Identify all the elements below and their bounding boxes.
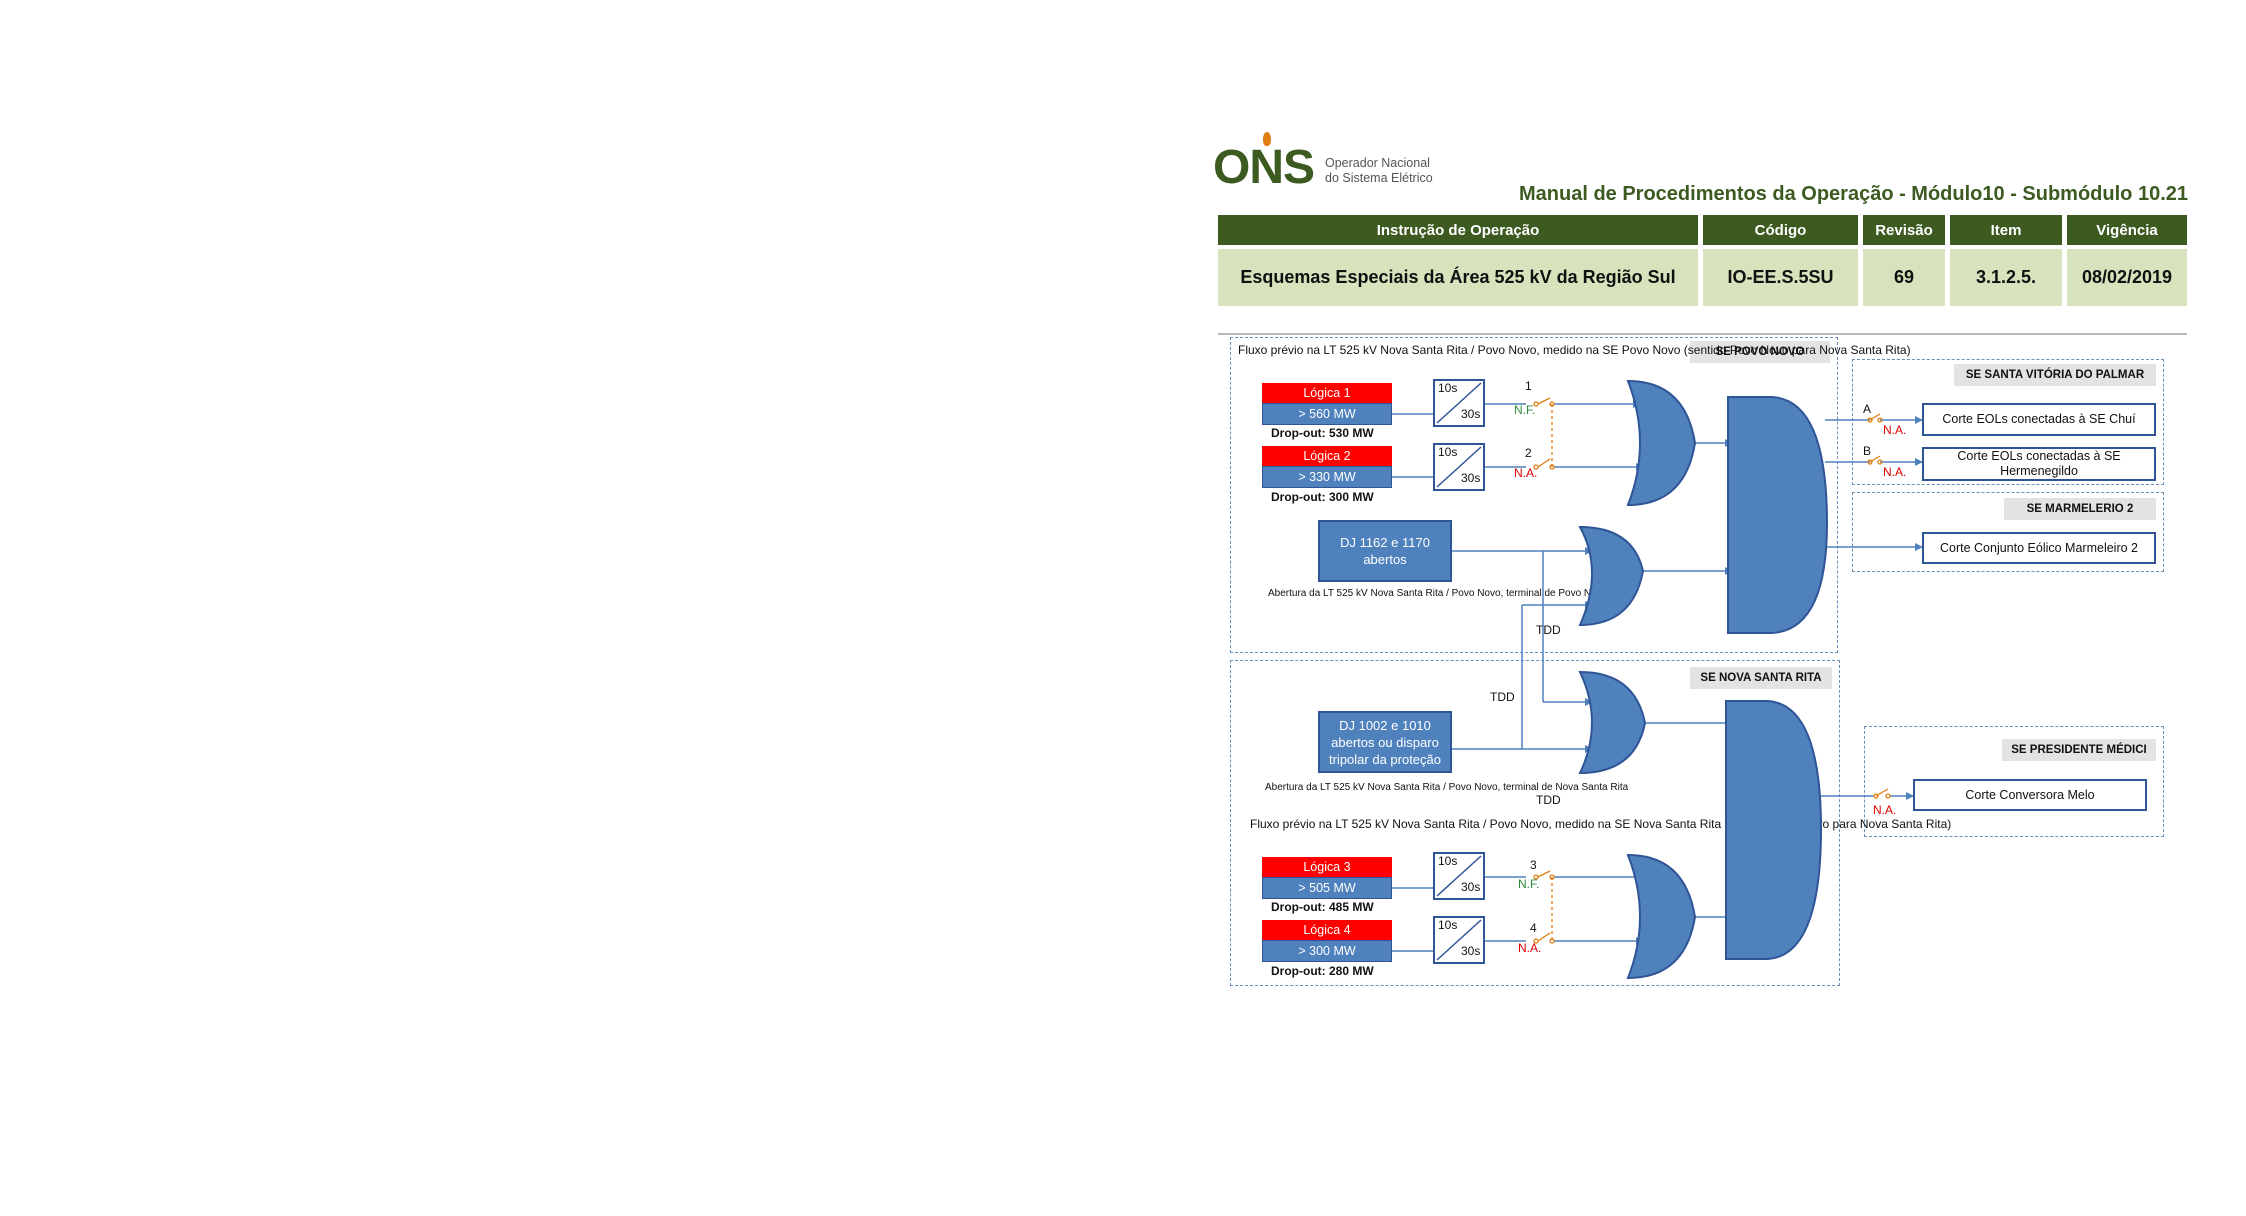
or-gate-4 <box>1626 853 1697 980</box>
timer-2: 10s 30s <box>1433 443 1485 491</box>
header-item: Item <box>1950 215 2062 245</box>
logo-wordmark: ONS <box>1213 141 1315 194</box>
and-gate-1 <box>1727 396 1829 634</box>
dj-1002-1010-text: DJ 1002 e 1010 abertos ou disparo tripol… <box>1328 717 1441 767</box>
flow-note-povo-novo: Fluxo prévio na LT 525 kV Nova Santa Rit… <box>1238 343 1911 357</box>
value-item: 3.1.2.5. <box>1950 249 2062 306</box>
switch2-state: N.A. <box>1514 466 1538 480</box>
and-gate-2 <box>1725 700 1823 960</box>
logic1-threshold: > 560 MW <box>1262 403 1392 425</box>
output-corte-eols-chui: Corte EOLs conectadas à SE Chuí <box>1922 403 2156 436</box>
tag-se-presidente-medici: SE PRESIDENTE MÉDICI <box>2002 739 2156 761</box>
tag-se-nova-santa-rita: SE NOVA SANTA RITA <box>1690 667 1832 689</box>
switchB-label: B <box>1863 444 1872 458</box>
value-instrucao: Esquemas Especiais da Área 525 kV da Reg… <box>1218 249 1698 306</box>
header-revisao: Revisão <box>1863 215 1945 245</box>
tag-se-marmeleiro: SE MARMELERIO 2 <box>2004 498 2156 520</box>
dj-povo-novo-note: Abertura da LT 525 kV Nova Santa Rita / … <box>1268 588 1608 599</box>
area-presidente-medici <box>1864 726 2164 837</box>
switchA-state: N.A. <box>1883 423 1907 437</box>
switchA-label: A <box>1863 402 1872 416</box>
timer-1: 10s 30s <box>1433 379 1485 427</box>
logic4-dropout: Drop-out: 280 MW <box>1271 964 1374 978</box>
output-corte-conversora-melo: Corte Conversora Melo <box>1913 779 2147 811</box>
logic1-dropout: Drop-out: 530 MW <box>1271 426 1374 440</box>
switchB-state: N.A. <box>1883 465 1907 479</box>
or-gate-3 <box>1578 670 1647 775</box>
logic3-label: Lógica 3 <box>1262 857 1392 877</box>
ons-logo: ONS Operador Nacional do Sistema Elétric… <box>1213 132 1443 198</box>
output-corte-marmeleiro: Corte Conjunto Eólico Marmeleiro 2 <box>1922 532 2156 564</box>
switch4-number: 4 <box>1530 921 1537 935</box>
switch1-number: 1 <box>1525 379 1532 393</box>
header-instrucao: Instrução de Operação <box>1218 215 1698 245</box>
value-codigo: IO-EE.S.5SU <box>1703 249 1858 306</box>
header-codigo: Código <box>1703 215 1858 245</box>
output-corte-eols-hermenegildo: Corte EOLs conectadas à SE Hermenegildo <box>1922 447 2156 481</box>
logic1-label: Lógica 1 <box>1262 383 1392 403</box>
tdd-label-3: TDD <box>1536 793 1561 807</box>
logic4-threshold: > 300 MW <box>1262 940 1392 962</box>
tag-se-santa-vitoria: SE SANTA VITÓRIA DO PALMAR <box>1954 364 2156 386</box>
dj-1162-1170-block: DJ 1162 e 1170 abertos <box>1318 520 1452 582</box>
dj-nova-santa-rita-note: Abertura da LT 525 kV Nova Santa Rita / … <box>1265 782 1629 793</box>
area-nova-santa-rita <box>1230 660 1840 986</box>
value-vigencia: 08/02/2019 <box>2067 249 2187 306</box>
area-santa-vitoria <box>1852 359 2164 485</box>
value-revisao: 69 <box>1863 249 1945 306</box>
switch3-number: 3 <box>1530 858 1537 872</box>
header-vigencia: Vigência <box>2067 215 2187 245</box>
manual-title: Manual de Procedimentos da Operação - Mó… <box>1518 183 2188 205</box>
or-gate-2 <box>1578 525 1645 627</box>
dj-1002-1010-block: DJ 1002 e 1010 abertos ou disparo tripol… <box>1318 711 1452 773</box>
area-povo-novo <box>1230 337 1838 653</box>
switchPM-state: N.A. <box>1873 803 1897 817</box>
logic2-threshold: > 330 MW <box>1262 466 1392 488</box>
tdd-label-1: TDD <box>1536 623 1561 637</box>
logic3-threshold: > 505 MW <box>1262 877 1392 899</box>
tag-se-povo-novo: SE POVO NOVO <box>1690 341 1830 363</box>
switch4-state: N.A. <box>1518 941 1542 955</box>
logic2-dropout: Drop-out: 300 MW <box>1271 490 1374 504</box>
logic4-label: Lógica 4 <box>1262 920 1392 940</box>
switch1-state: N.F. <box>1514 403 1536 417</box>
logo-subtitle: Operador Nacional do Sistema Elétrico <box>1325 156 1433 185</box>
timer-4: 10s 30s <box>1433 916 1485 964</box>
tdd-label-2: TDD <box>1490 690 1515 704</box>
or-gate-1 <box>1626 379 1697 507</box>
logic3-dropout: Drop-out: 485 MW <box>1271 900 1374 914</box>
header-divider <box>1218 333 2187 335</box>
area-marmeleiro <box>1852 492 2164 572</box>
switch2-number: 2 <box>1525 446 1532 460</box>
switch3-state: N.F. <box>1518 877 1540 891</box>
logic2-label: Lógica 2 <box>1262 446 1392 466</box>
logo-flame-icon <box>1263 132 1271 146</box>
timer-3: 10s 30s <box>1433 852 1485 900</box>
dj-1162-1170-text: DJ 1162 e 1170 abertos <box>1340 535 1430 567</box>
